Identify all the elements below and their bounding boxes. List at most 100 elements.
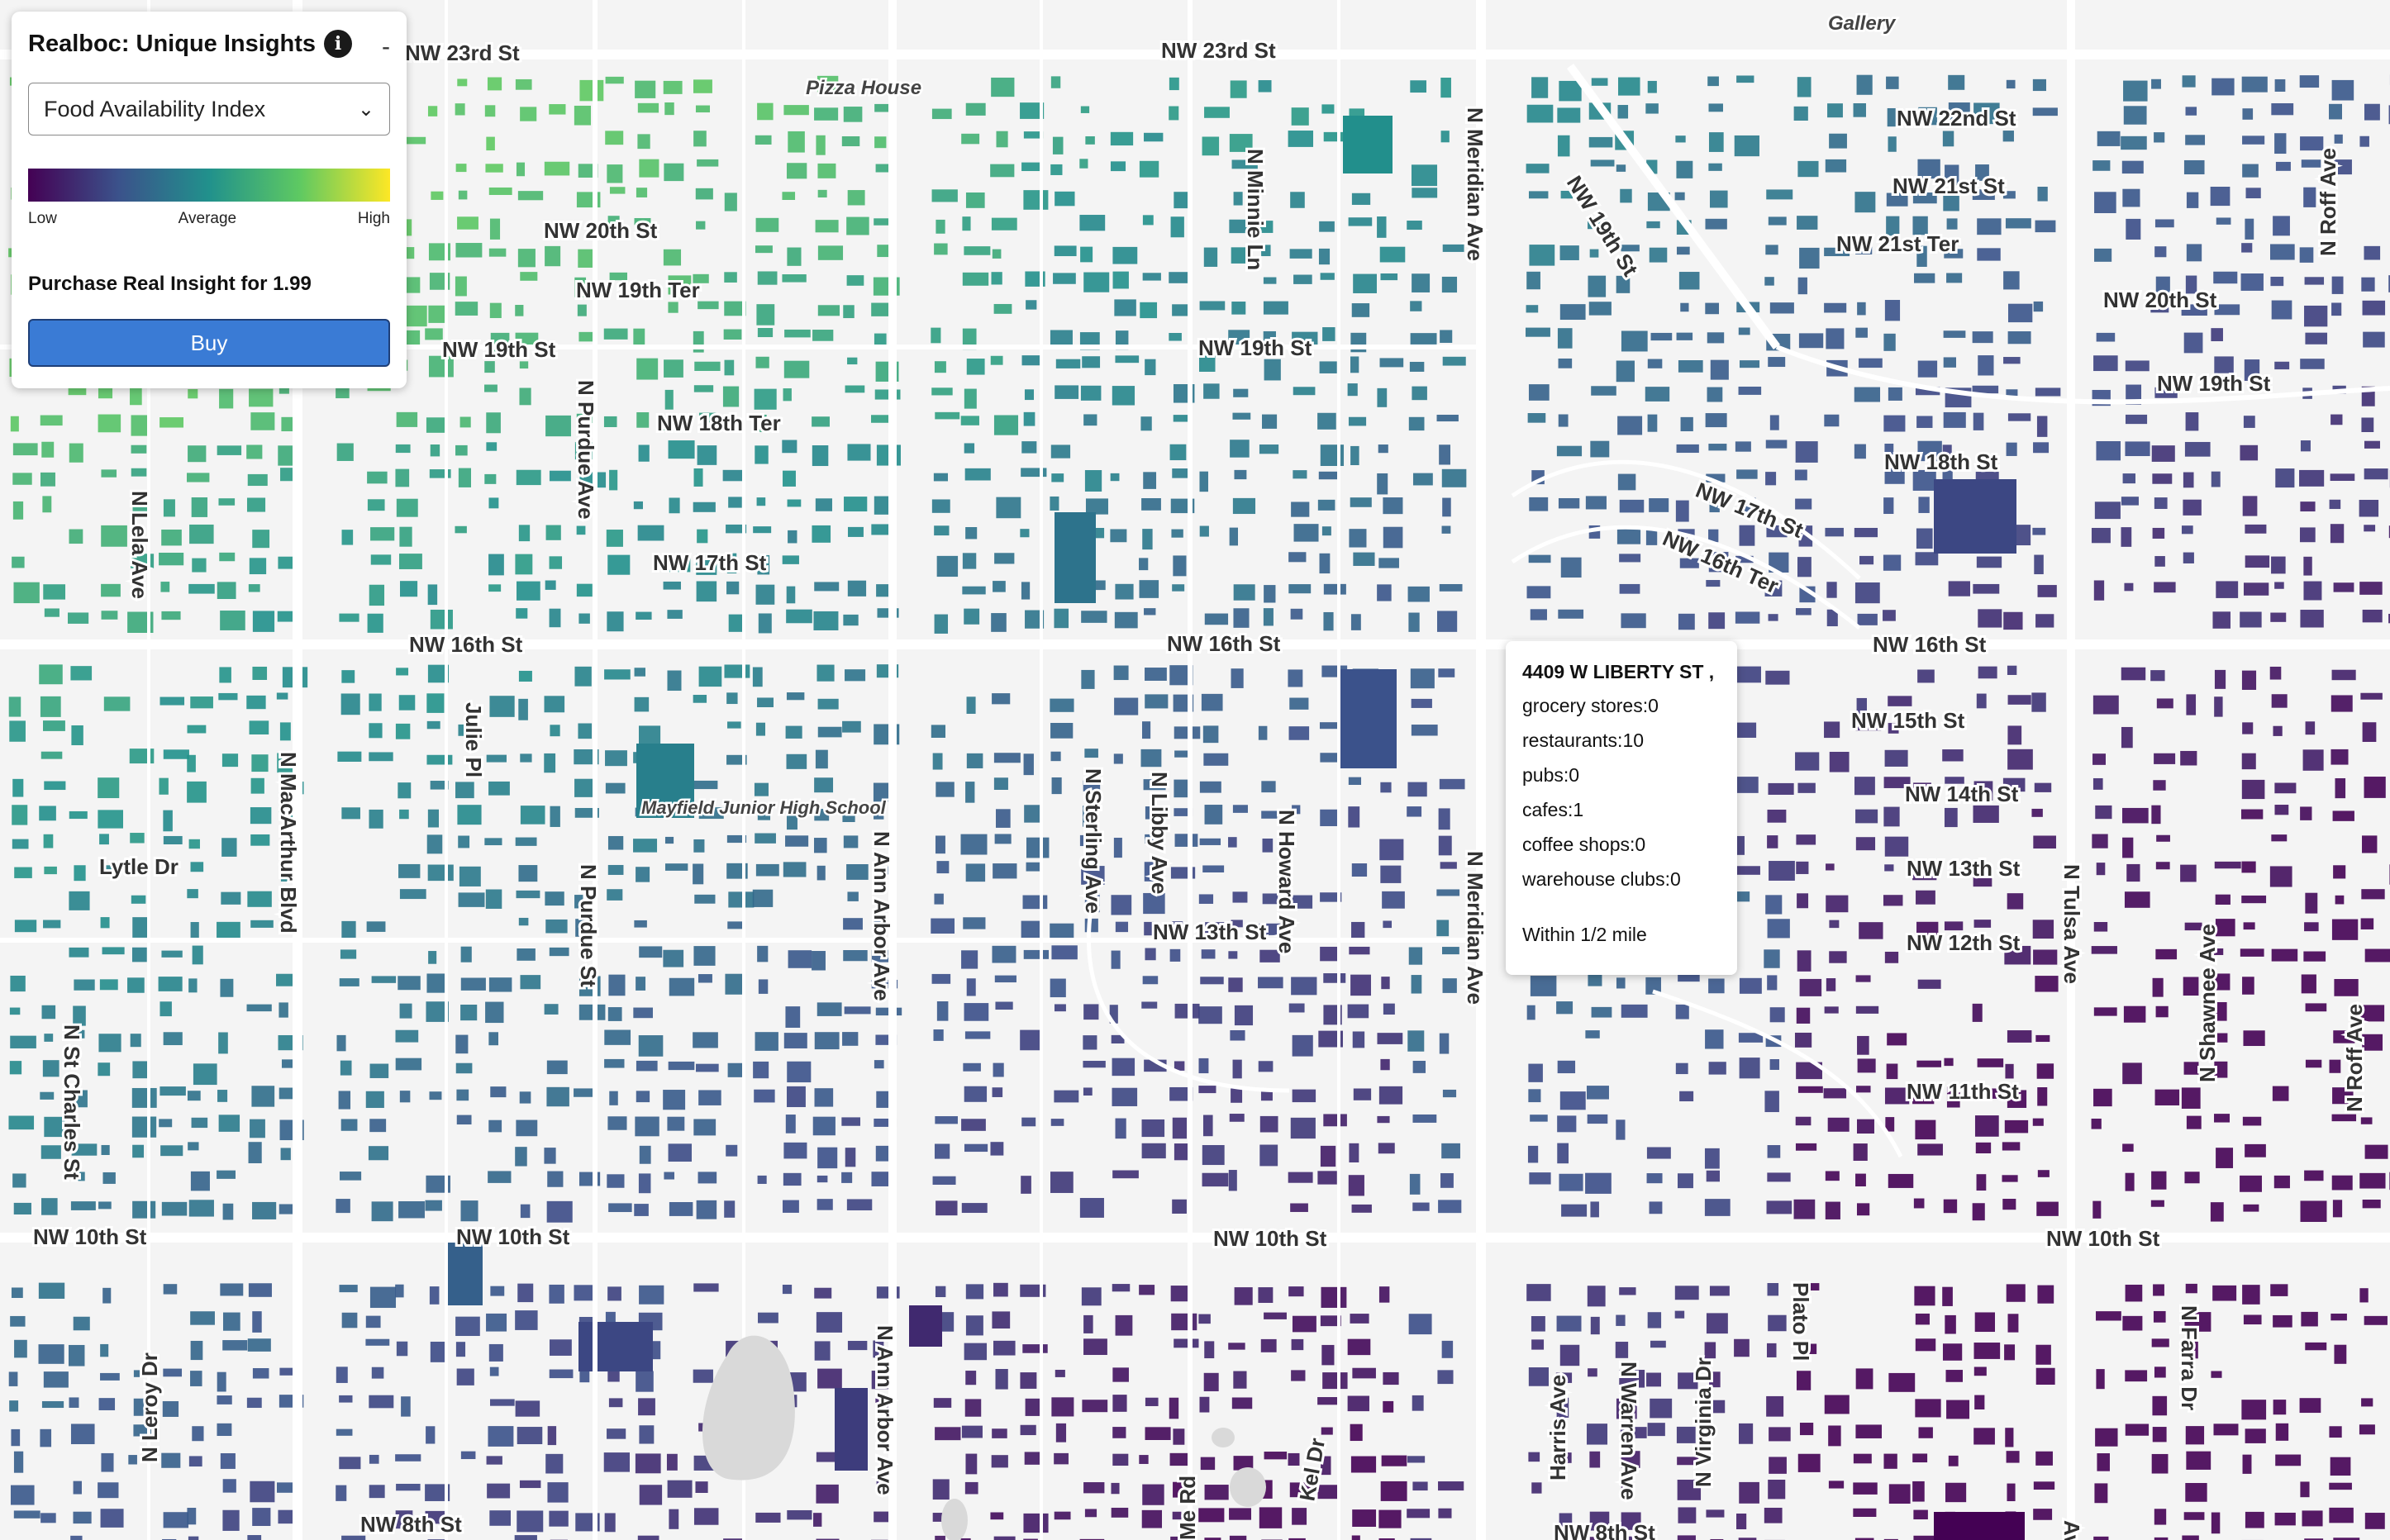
building — [1856, 697, 1867, 715]
building — [2124, 582, 2134, 592]
building — [1526, 1284, 1551, 1301]
building — [8, 1371, 18, 1386]
building — [787, 1509, 812, 1520]
building — [188, 1536, 199, 1540]
building — [1260, 1091, 1273, 1101]
building — [1559, 1513, 1573, 1527]
building — [1441, 1143, 1460, 1159]
building — [1621, 1485, 1634, 1495]
building — [367, 471, 388, 484]
building — [783, 1033, 807, 1048]
building — [574, 1285, 593, 1301]
building — [399, 1091, 411, 1103]
street-label: NW 10th St — [1213, 1226, 1327, 1251]
building — [396, 1341, 408, 1357]
building — [429, 469, 451, 478]
building — [2183, 499, 2202, 516]
building — [2122, 1062, 2142, 1085]
building — [40, 751, 63, 759]
building — [2186, 1341, 2198, 1359]
info-icon[interactable]: i — [324, 30, 353, 58]
collapse-button[interactable]: - — [382, 33, 390, 60]
building — [101, 611, 118, 620]
building — [637, 525, 664, 541]
building — [2362, 300, 2386, 316]
building — [962, 328, 977, 350]
building — [1767, 975, 1778, 991]
building — [276, 973, 298, 986]
building — [606, 530, 623, 547]
building — [2035, 387, 2061, 397]
building — [1410, 333, 1437, 345]
building — [247, 891, 272, 907]
building — [2032, 107, 2058, 116]
building — [1915, 552, 1939, 566]
building — [756, 304, 775, 326]
building — [1764, 949, 1780, 968]
building — [98, 810, 124, 829]
building — [2331, 1114, 2357, 1122]
building — [1796, 1371, 1812, 1390]
building — [2270, 612, 2287, 622]
building — [10, 1035, 36, 1048]
building — [934, 525, 950, 536]
building — [1055, 191, 1075, 207]
building — [2245, 188, 2261, 199]
metric-select[interactable]: Food Availability Index ⌄ — [28, 83, 390, 135]
building — [2329, 1507, 2354, 1523]
building — [1383, 920, 1393, 929]
building — [549, 1284, 564, 1304]
building — [1169, 948, 1181, 962]
building — [371, 1367, 384, 1379]
building — [960, 1538, 971, 1540]
building — [1407, 1509, 1431, 1519]
building — [1020, 529, 1030, 538]
building — [2245, 524, 2267, 534]
building — [518, 670, 532, 682]
building — [1081, 669, 1095, 689]
building — [2004, 1344, 2016, 1361]
building — [250, 920, 274, 928]
building — [1764, 1091, 1779, 1113]
building — [1083, 1035, 1097, 1050]
building — [1139, 1285, 1155, 1295]
building — [1050, 722, 1074, 739]
building — [520, 806, 545, 825]
buy-button[interactable]: Buy — [28, 319, 390, 367]
building — [1739, 977, 1762, 994]
building — [1412, 188, 1438, 198]
building — [489, 1367, 499, 1376]
building — [1114, 611, 1138, 629]
building — [2092, 753, 2106, 765]
building — [1586, 1086, 1609, 1100]
building — [1021, 162, 1041, 172]
building — [369, 752, 393, 762]
building — [457, 78, 468, 87]
building — [787, 1061, 812, 1083]
building — [341, 670, 355, 683]
building — [1292, 1089, 1316, 1103]
building — [10, 416, 19, 432]
building — [2091, 1118, 2102, 1129]
building — [669, 977, 695, 996]
building — [966, 359, 985, 375]
building — [2331, 1175, 2353, 1191]
building — [1112, 1284, 1131, 1292]
building — [694, 361, 721, 371]
building — [250, 777, 264, 794]
building — [1647, 1312, 1662, 1328]
building — [817, 245, 844, 260]
building — [1174, 192, 1189, 209]
building — [1649, 498, 1669, 512]
building — [1618, 77, 1640, 96]
building — [1412, 1395, 1424, 1411]
building — [1795, 1143, 1817, 1151]
building — [1883, 497, 1894, 515]
building — [131, 444, 147, 454]
building — [39, 806, 56, 821]
building — [1199, 781, 1221, 793]
building — [488, 584, 502, 592]
building — [1705, 413, 1727, 428]
building — [460, 946, 472, 962]
